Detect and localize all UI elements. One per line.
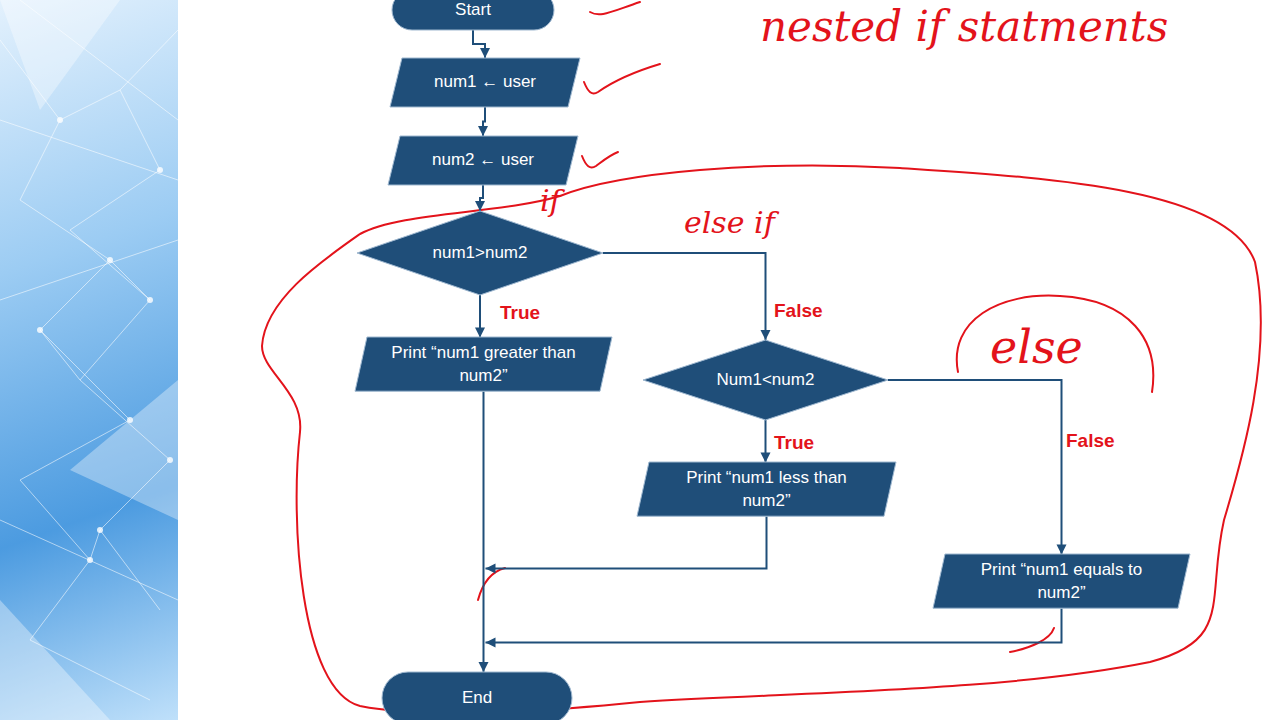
shape-fill bbox=[933, 554, 1190, 608]
handwritten-note: nested if statments bbox=[760, 4, 1168, 50]
check-mark bbox=[590, 2, 640, 14]
network-lines bbox=[0, 0, 178, 700]
check-mark bbox=[582, 152, 618, 168]
flow-arrow bbox=[603, 253, 766, 340]
scope-outline bbox=[262, 166, 1261, 714]
node-content: Start bbox=[392, 0, 554, 30]
flow-arrow bbox=[480, 185, 483, 211]
node-text: num2 ← user bbox=[432, 149, 534, 171]
node-text: Print “num1 greater than num2” bbox=[389, 342, 579, 386]
handwritten-note: else if bbox=[684, 206, 775, 239]
node-content: Print “num1 greater than num2” bbox=[355, 337, 612, 391]
shape-fill bbox=[382, 672, 572, 720]
facets bbox=[0, 0, 178, 720]
shape-fill bbox=[357, 211, 603, 295]
terminal: Start bbox=[392, 0, 554, 30]
hand-arc bbox=[957, 296, 1154, 392]
output-box: Print “num1 less than num2” bbox=[637, 462, 896, 516]
flow-arrow bbox=[483, 392, 485, 672]
io-box: num2 ← user bbox=[388, 136, 578, 185]
node-content: num1>num2 bbox=[357, 211, 603, 295]
decision-diamond: Num1<num2 bbox=[643, 340, 888, 420]
flow-arrow bbox=[486, 609, 1062, 643]
shape-fill bbox=[643, 340, 888, 420]
flow-arrow bbox=[888, 380, 1062, 554]
node-content: num2 ← user bbox=[388, 136, 578, 185]
handwritten-note: else bbox=[990, 322, 1083, 373]
node-content: End bbox=[382, 672, 572, 720]
decision-diamond: num1>num2 bbox=[357, 211, 603, 295]
node-content: num1 ← user bbox=[390, 58, 580, 107]
node-text: num1 ← user bbox=[434, 71, 536, 93]
flow-arrow bbox=[483, 107, 485, 136]
node-content: Print “num1 equals to num2” bbox=[933, 554, 1190, 608]
check-mark bbox=[584, 64, 660, 94]
node-content: Print “num1 less than num2” bbox=[637, 462, 896, 516]
terminal: End bbox=[382, 672, 572, 720]
shape-fill bbox=[390, 58, 580, 107]
red-annotations bbox=[262, 2, 1261, 713]
branch-label: True bbox=[772, 432, 816, 454]
flow-arrow bbox=[479, 295, 481, 337]
shape-fill bbox=[637, 462, 896, 516]
network-dots bbox=[37, 117, 173, 563]
io-box: num1 ← user bbox=[390, 58, 580, 107]
shape-fill bbox=[392, 0, 554, 30]
shape-fill bbox=[388, 136, 578, 185]
flow-arrow bbox=[473, 30, 485, 58]
node-content: Num1<num2 bbox=[643, 340, 888, 420]
node-text: End bbox=[462, 687, 492, 709]
branch-label: True bbox=[498, 302, 542, 324]
node-text: Print “num1 less than num2” bbox=[672, 467, 862, 511]
branch-label: False bbox=[772, 300, 825, 322]
node-text: Num1<num2 bbox=[717, 369, 815, 391]
output-box: Print “num1 equals to num2” bbox=[933, 554, 1190, 608]
shape-fill bbox=[355, 337, 612, 391]
hand-stroke bbox=[478, 568, 505, 600]
node-text: Start bbox=[455, 0, 491, 21]
flow-arrow bbox=[486, 517, 767, 569]
handwritten-note: if bbox=[540, 184, 561, 217]
hand-stroke bbox=[1010, 628, 1054, 652]
background-panel bbox=[0, 0, 178, 720]
flow-arrow bbox=[765, 420, 767, 462]
node-text: Print “num1 equals to num2” bbox=[967, 559, 1157, 603]
node-text: num1>num2 bbox=[433, 242, 528, 264]
output-box: Print “num1 greater than num2” bbox=[355, 337, 612, 391]
branch-label: False bbox=[1064, 430, 1117, 452]
